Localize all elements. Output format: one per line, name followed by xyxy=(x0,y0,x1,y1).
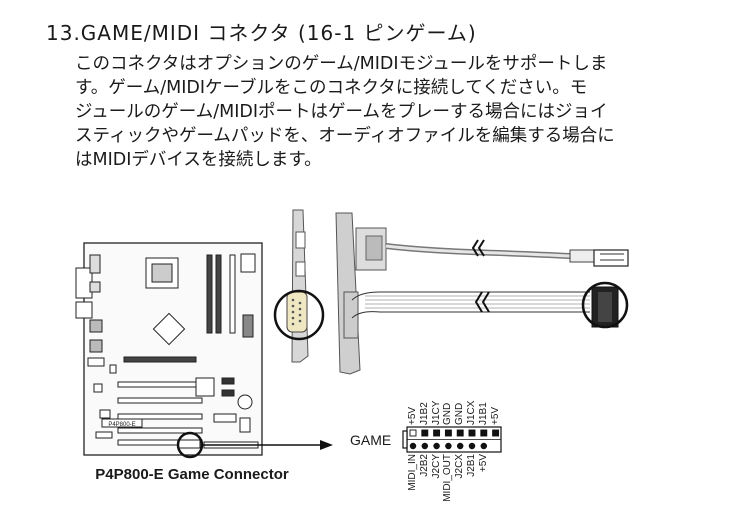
pin-label: J1B1 xyxy=(477,402,489,425)
header-pin xyxy=(480,442,488,450)
header-pin xyxy=(421,429,429,437)
header-pin xyxy=(456,442,464,450)
pin-label: GND xyxy=(454,402,466,425)
paragraph-line: す。ゲーム/MIDIケーブルをこのコネクタに接続してください。モ xyxy=(75,78,588,98)
description-paragraph: このコネクタはオプションのゲーム/MIDIモジュールをサポートしま す。ゲーム/… xyxy=(75,52,695,172)
paragraph-line: はMIDIデバイスを接続します。 xyxy=(75,150,322,170)
pin-label: J1CX xyxy=(466,400,477,425)
header-pin xyxy=(445,442,452,450)
pin-label: GND xyxy=(442,402,454,425)
header-pin xyxy=(480,429,488,437)
pin-label: J2B2 xyxy=(418,454,430,477)
pin-grid xyxy=(409,429,500,450)
pin-label: MIDI_OUT xyxy=(442,454,454,502)
pin-label: J1B2 xyxy=(418,402,430,425)
header-pin xyxy=(421,442,429,450)
port-highlight-circle xyxy=(273,289,325,341)
header-name-label: GAME xyxy=(350,432,392,448)
motherboard-diagram xyxy=(75,242,263,456)
section-heading: 13.GAME/MIDI コネクタ (16-1 ピンゲーム) xyxy=(46,21,477,45)
pin-label: +5V xyxy=(407,406,418,425)
header-pin xyxy=(468,429,476,437)
paragraph-line: スティックやゲームパッドを、オーディオファイルを編集する場合に xyxy=(75,126,615,146)
pin-label: J1CY xyxy=(430,400,442,425)
pin-label: +5V xyxy=(489,406,501,425)
arrowhead-icon xyxy=(320,440,333,450)
header-highlight-circle xyxy=(581,281,629,329)
header-pin xyxy=(468,442,476,450)
header-pin xyxy=(492,429,500,437)
header-pin xyxy=(456,429,464,437)
pin-label: J2CY xyxy=(430,454,442,479)
header-pin xyxy=(433,429,441,437)
pin-label: MIDI_IN xyxy=(407,454,418,491)
header-pin xyxy=(444,429,452,437)
paragraph-line: このコネクタはオプションのゲーム/MIDIモジュールをサポートしま xyxy=(75,54,608,74)
paragraph-line: ジュールのゲーム/MIDIポートはゲームをプレーする場合にはジョイ xyxy=(75,102,608,122)
board-model-label: P4P800-E xyxy=(108,422,135,428)
header-pin xyxy=(433,442,440,450)
pin-label: J2B1 xyxy=(466,454,477,477)
bracket-photo xyxy=(273,209,629,375)
header-pin xyxy=(409,442,417,450)
pin-label: +5V xyxy=(477,454,489,473)
pin-label: J2CX xyxy=(454,454,466,479)
header-pin xyxy=(409,429,417,437)
figure-caption: P4P800-E Game Connector xyxy=(95,466,289,483)
